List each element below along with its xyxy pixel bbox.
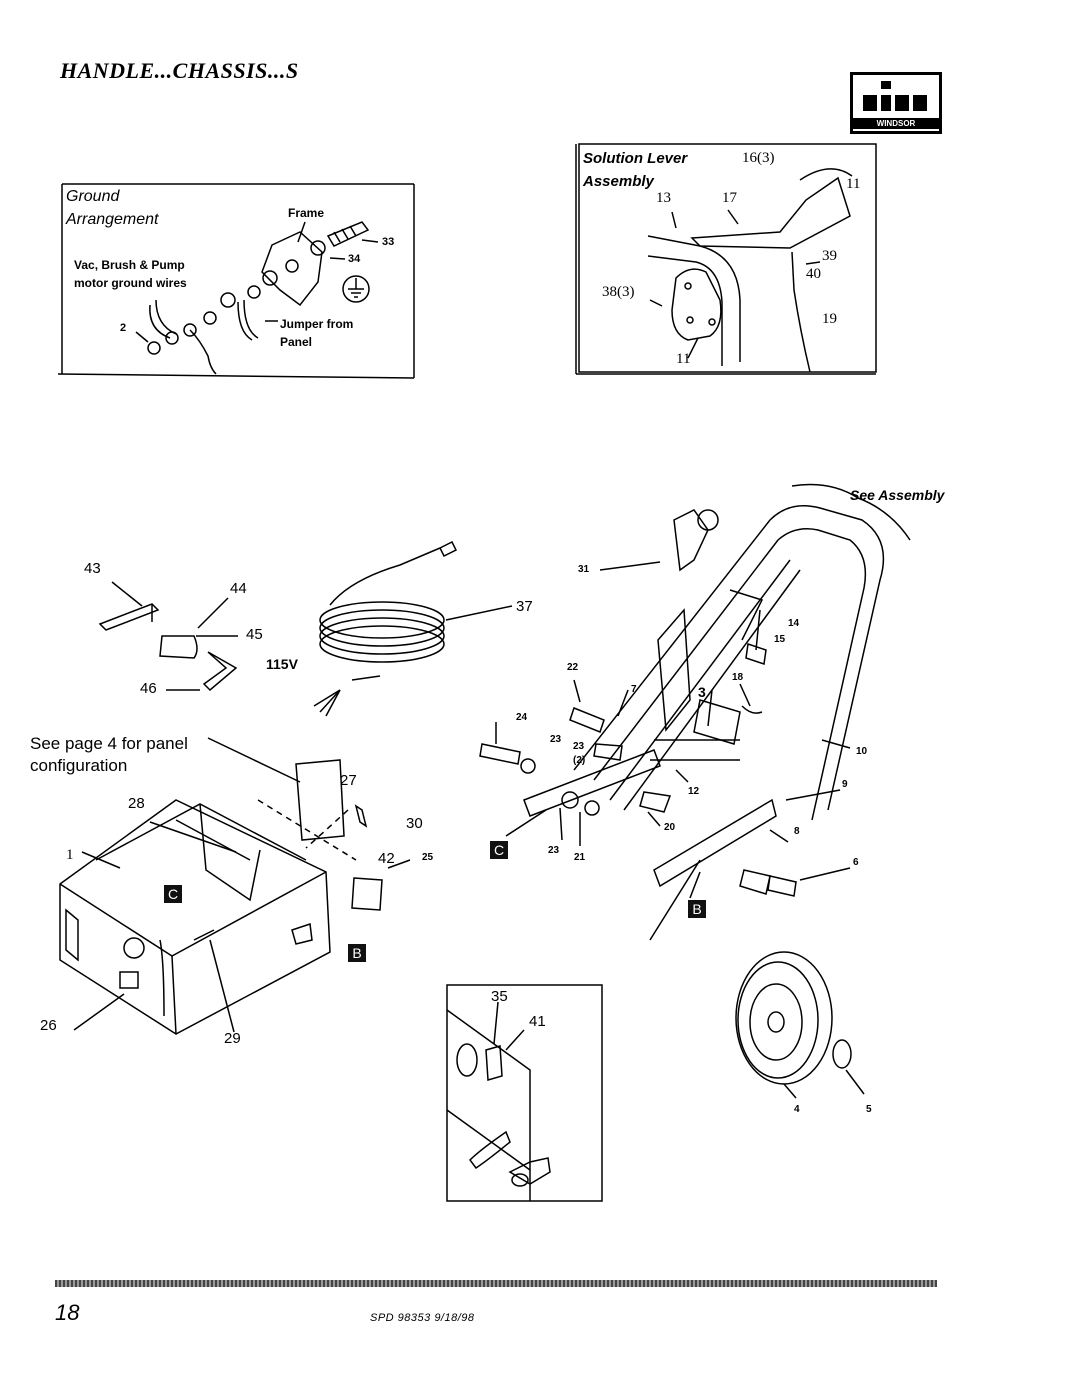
callout: 22 [567, 662, 579, 673]
logo-mark-icon [863, 81, 927, 111]
callout: 9 [842, 779, 848, 790]
power-cord-and-brackets [98, 540, 513, 717]
panel-note-line2: configuration [30, 756, 128, 775]
callout: 34 [348, 253, 361, 265]
ground-box-subtitle: Arrangement [66, 211, 159, 228]
page-number: 18 [55, 1300, 80, 1325]
document-code: SPD 98353 9/18/98 [370, 1312, 475, 1324]
callout: 8 [794, 826, 800, 837]
callout: 3 [698, 684, 706, 700]
wires-label-line2: motor ground wires [74, 276, 187, 290]
wires-label-line1: Vac, Brush & Pump [74, 258, 185, 272]
callout: 2 [120, 322, 127, 334]
jumper-label-line2: Panel [280, 335, 313, 349]
footer-divider [55, 1280, 937, 1287]
voltage-label: 115V [266, 656, 298, 672]
callout: 35 [491, 988, 508, 1005]
callout: 43 [84, 560, 101, 577]
jumper-label-line1: Jumper from [280, 317, 354, 331]
ground-box-title: Ground [66, 188, 120, 205]
callout: 33 [382, 236, 395, 248]
callout: 23 [573, 741, 585, 752]
callout: 23 [548, 845, 560, 856]
inset-detail-box [446, 984, 603, 1202]
callout: 14 [788, 618, 800, 629]
chassis-frame [59, 737, 411, 1035]
section-badge-b: B [688, 900, 706, 918]
panel-note-line1: See page 4 for panel [30, 734, 188, 753]
callout: (2) [573, 755, 586, 766]
callout: 13 [656, 190, 671, 206]
callout: 5 [866, 1104, 872, 1115]
callout: 39 [822, 248, 837, 264]
callout: 41 [529, 1013, 546, 1030]
callout: 4 [794, 1104, 800, 1115]
callout: 23 [550, 734, 562, 745]
callout: 38(3) [602, 284, 635, 300]
callout: 17 [722, 190, 737, 206]
callout: 25 [422, 852, 434, 863]
callout: 1 [66, 847, 74, 863]
callout: 16(3) [742, 150, 775, 166]
callout: 6 [853, 857, 859, 868]
callout: 44 [230, 580, 247, 597]
windsor-logo: WINDSOR [850, 72, 942, 134]
section-badge-c: C [490, 841, 508, 859]
callout: 7 [631, 684, 637, 695]
wheel-assembly [735, 951, 865, 1099]
handle-assembly [479, 505, 885, 941]
frame-label: Frame [288, 206, 325, 220]
callout: 11 [676, 351, 691, 367]
logo-text: WINDSOR [853, 118, 939, 129]
callout: 12 [688, 786, 700, 797]
callout: 30 [406, 815, 423, 832]
callout: 28 [128, 795, 145, 812]
callout: 37 [516, 598, 533, 615]
lever-box-subtitle: Assembly [583, 173, 654, 190]
callout: 40 [806, 266, 821, 282]
solution-lever-box [575, 143, 877, 375]
callout: 29 [224, 1030, 241, 1047]
section-badge-b: B [348, 944, 366, 962]
callout: 20 [664, 822, 676, 833]
callout: 27 [340, 772, 357, 789]
ground-arrangement-box [57, 183, 415, 379]
callout: 45 [246, 626, 263, 643]
see-assembly-label: See Assembly [850, 487, 945, 503]
callout: 42 [378, 850, 395, 867]
section-badge-c: C [164, 885, 182, 903]
callout: 21 [574, 852, 586, 863]
callout: 46 [140, 680, 157, 697]
callout: 15 [774, 634, 786, 645]
see-assembly-callout [791, 483, 911, 541]
callout: 18 [732, 672, 744, 683]
lever-box-title: Solution Lever [583, 150, 688, 167]
callout: 31 [578, 564, 590, 575]
page-title: HANDLE...CHASSIS...S [60, 58, 299, 83]
callout: 19 [822, 311, 837, 327]
callout: 24 [516, 712, 528, 723]
callout: 11 [846, 176, 861, 192]
callout: 10 [856, 746, 868, 757]
callout: 26 [40, 1017, 57, 1034]
